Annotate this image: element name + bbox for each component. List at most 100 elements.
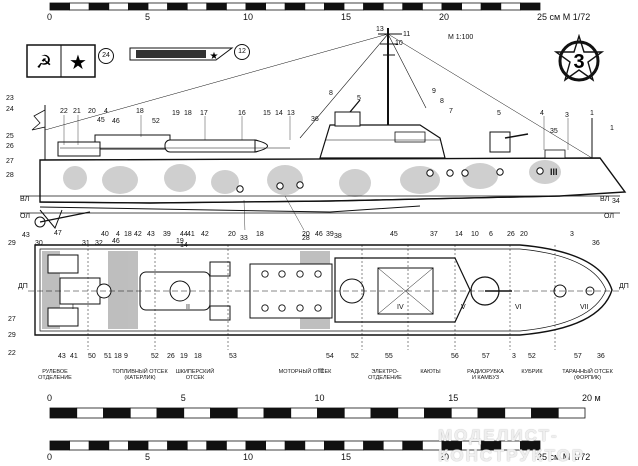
part-number-label: 8 (440, 98, 444, 105)
part-number-label: 30 (35, 240, 43, 247)
scale-segment (363, 440, 384, 451)
scale-segment (477, 407, 506, 419)
scale-segment (402, 440, 423, 451)
part-number-label: 55 (385, 353, 393, 360)
scale-segment (129, 407, 158, 419)
part-number-label: 25 (6, 133, 14, 140)
scale-segment (49, 440, 71, 451)
frame-label: V (461, 304, 466, 311)
scale-note: М 1:100 (448, 34, 474, 41)
part-number-label: 18 (256, 231, 264, 238)
frame-label: VI (515, 304, 522, 311)
ensign-flag-icon: ☭ ★ (26, 44, 96, 78)
scale-label: 5 (145, 12, 151, 22)
scale-label: 20 (439, 452, 450, 462)
scale-segment (108, 440, 129, 451)
part-number-label: 41 (70, 353, 78, 360)
scale-segment (343, 407, 372, 419)
scale-segment (424, 407, 452, 419)
scale-label: 0 (47, 12, 53, 22)
scale-segment (284, 2, 306, 11)
part-number-label: 10 (395, 40, 403, 47)
part-number-label: 36 (597, 353, 605, 360)
part-number-label: 54 (326, 353, 334, 360)
scale-label: 5 (180, 393, 186, 403)
part-number-label: 15 (263, 110, 271, 117)
scale-segment (382, 440, 404, 451)
scale-segment (402, 2, 423, 11)
scale-segment (245, 440, 267, 451)
scale-segment (520, 440, 541, 451)
scale-label: 5 (145, 452, 151, 462)
reference-line-label: ДП (619, 283, 629, 290)
part-number-label: 18 (124, 231, 132, 238)
part-number-label: 36 (311, 116, 319, 123)
part-number-label: 14 (275, 110, 283, 117)
scale-segment (49, 2, 71, 11)
scale-segment (245, 2, 267, 11)
part-number-label: 52 (351, 353, 359, 360)
part-number-label: 5 (357, 95, 361, 102)
scale-segment (480, 2, 502, 11)
part-number-label: 23 (6, 95, 14, 102)
part-number-label: 22 (60, 108, 68, 115)
scale-segment (441, 2, 463, 11)
scale-segment (343, 440, 365, 451)
scale-segment (343, 2, 365, 11)
part-number-label: 3 (570, 231, 574, 238)
compartment-label: ТОПЛИВНЫЙ ОТСЕК (КАТЕРЛИК) (112, 369, 168, 381)
reference-line-label: ВЛ (600, 196, 610, 203)
part-number-label: 19 (180, 353, 188, 360)
compartment-label: ШКИПЕРСКИЙ ОТСЕК (175, 369, 215, 381)
reference-line-label: ОЛ (604, 213, 614, 220)
part-number-label: 18 (184, 110, 192, 117)
scale-segment (323, 2, 345, 11)
part-number-label: 18 (114, 353, 122, 360)
part-number-label: 10 (471, 231, 479, 238)
scale-segment (531, 407, 559, 419)
part-number-label: 32 (95, 240, 103, 247)
frame-label: III (318, 368, 324, 375)
part-number-label: 8 (329, 90, 333, 97)
part-number-label: 50 (88, 353, 96, 360)
part-number-label: 33 (240, 235, 248, 242)
part-number-label: 43 (22, 232, 30, 239)
part-number-label: 5 (497, 110, 501, 117)
part-number-label: 57 (574, 353, 582, 360)
scale-segment (156, 407, 185, 419)
scale-segment (265, 2, 286, 11)
part-number-label: 17 (200, 110, 208, 117)
part-number-label: 27 (6, 158, 14, 165)
frame-label: VII (580, 304, 589, 311)
scale-segment (206, 440, 227, 451)
scale-segment (88, 2, 110, 11)
scale-label: 25 см М 1/72 (537, 452, 591, 462)
part-number-label: 46 (315, 231, 323, 238)
part-number-label: 34 (612, 198, 620, 205)
scale-label: 10 (243, 452, 254, 462)
scale-label: 25 см М 1/72 (537, 12, 591, 22)
part-number-label: 40 (101, 231, 109, 238)
plan-view-drawing (28, 244, 622, 350)
part-number-label: 21 (73, 108, 81, 115)
scale-segment (397, 407, 425, 419)
part-number-label: 22 (8, 350, 16, 357)
part-number-label: 29 (8, 240, 16, 247)
part-number-label: 52 (528, 353, 536, 360)
scale-segment (265, 440, 286, 451)
part-number-label: 26 (507, 231, 515, 238)
watermark-logo: МОДЕЛИСТ-КОНСТРУКТОР (438, 426, 586, 465)
scale-segment (206, 2, 227, 11)
flag1-number: 24 (98, 48, 114, 64)
part-number-label: 20 (302, 231, 310, 238)
scale-segment (284, 440, 306, 451)
frame-label: IV (397, 304, 404, 311)
part-number-label: 46 (112, 238, 120, 245)
scale-segment (304, 440, 325, 451)
scale-segment (127, 2, 149, 11)
part-number-label: 19 (176, 238, 184, 245)
part-number-label: 53 (229, 353, 237, 360)
part-number-label: 18 (136, 108, 144, 115)
part-number-label: 52 (152, 118, 160, 125)
